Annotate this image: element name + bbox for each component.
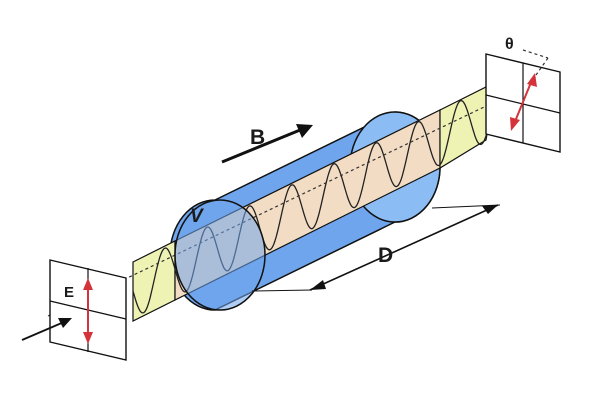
verdet-constant-label: V [190, 206, 204, 227]
input-polarizer [49, 259, 127, 361]
rotation-reference [522, 49, 549, 59]
double-arrow-icon [510, 73, 537, 131]
magnetic-field-label: B [250, 126, 265, 149]
cylinder-end-near [174, 199, 266, 311]
propagation-axis [47, 84, 531, 317]
wave-plane-right [439, 80, 497, 170]
incoming-light-arrow [21, 318, 72, 341]
rotation-angle-label: θ [505, 36, 514, 53]
length-dimension [251, 204, 501, 292]
double-arrow-icon [83, 278, 93, 344]
magnetic-field-arrow [221, 124, 313, 164]
output-polarizer [485, 49, 561, 153]
electric-field-label: E [64, 284, 74, 301]
length-label: D [378, 244, 393, 267]
cylinder-front [174, 199, 266, 311]
